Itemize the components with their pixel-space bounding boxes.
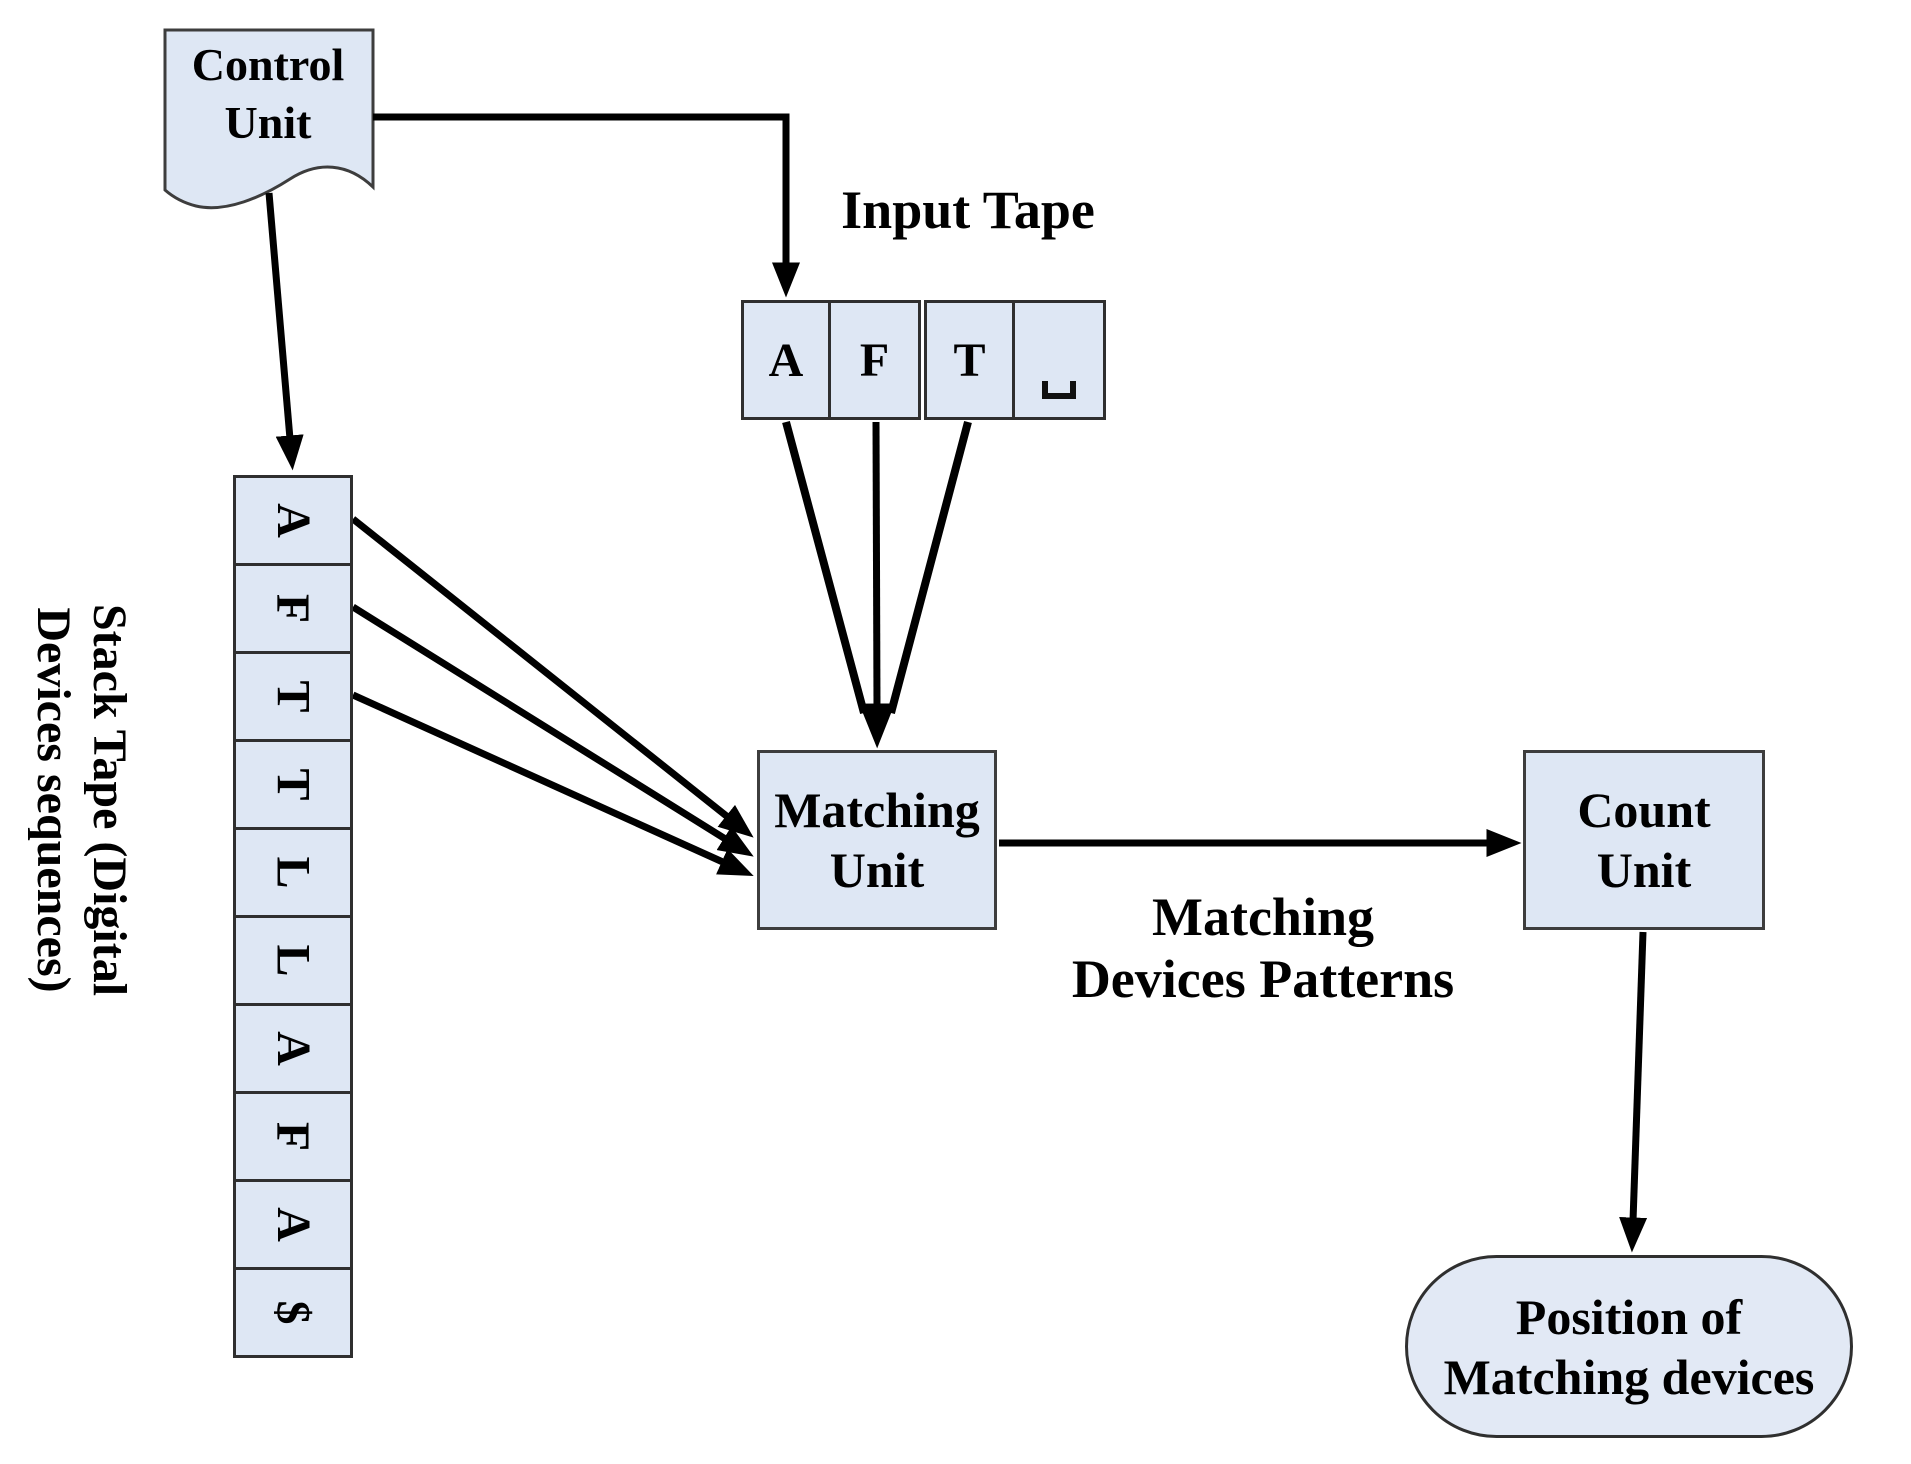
arrow-tape-t-to-matching: [887, 420, 972, 715]
stack-cell: F: [233, 563, 353, 654]
input-tape-cell: F: [828, 300, 921, 420]
input-tape-cell-letter: T: [953, 333, 986, 387]
arrow-control-to-stack-tape: [265, 192, 304, 471]
count-unit-label-line2: Unit: [1596, 842, 1692, 898]
input-tape-cell: A: [741, 300, 831, 420]
arrow-stack-t-to-matching: [351, 691, 754, 876]
control-unit-label-line1: Control: [191, 39, 345, 90]
matching-devices-patterns-label: Matching Devices Patterns: [1043, 886, 1483, 1010]
stack-cell-letter: F: [266, 593, 320, 624]
control-unit-document-shape: [163, 28, 375, 210]
arrow-control-to-input-tape: [373, 113, 800, 298]
matching-unit-node: Matching Unit: [757, 750, 997, 930]
arrow-stack-a-to-matching: [350, 516, 754, 838]
stack-cell: T: [233, 651, 353, 742]
stack-cell-letter: $: [266, 1300, 320, 1325]
flow-label-line2: Devices Patterns: [1071, 949, 1455, 1009]
input-tape-cell-letter: F: [859, 333, 890, 387]
stack-cell: A: [233, 1179, 353, 1270]
control-unit-label-line2: Unit: [224, 97, 312, 148]
stack-cell: F: [233, 1091, 353, 1182]
input-tape-title: Input Tape: [841, 180, 1095, 240]
input-tape-cell-letter: A: [768, 333, 804, 387]
matching-unit-label-line1: Matching: [774, 782, 980, 838]
stack-cell-letter: F: [266, 1121, 320, 1152]
input-tape-cell: T: [924, 300, 1015, 420]
arrow-tape-a-to-matching: [782, 420, 868, 715]
arrow-count-to-output: [1619, 931, 1648, 1253]
input-tape-cell-blank: [1012, 300, 1106, 420]
arrow-tape-f-to-matching: [859, 421, 895, 749]
matching-unit-label-line2: Unit: [829, 842, 925, 898]
stack-cell: L: [233, 915, 353, 1006]
stack-tape-label-line2: Devices sequences): [27, 607, 80, 993]
stack-cell-letter: A: [266, 1031, 320, 1066]
open-box-blank-icon: [1042, 381, 1076, 399]
stack-cell: A: [233, 1003, 353, 1094]
position-of-matching-devices-node: Position of Matching devices: [1405, 1255, 1853, 1438]
stack-tape-label-line1: Stack Tape (Digital: [83, 603, 136, 997]
stack-cell: $: [233, 1267, 353, 1358]
output-label-line1: Position of: [1515, 1288, 1743, 1345]
arrow-stack-f-to-matching: [351, 604, 754, 857]
stack-cell-letter: T: [266, 680, 320, 713]
stack-tape-label: Stack Tape (Digital Devices sequences): [25, 600, 137, 1000]
stack-cell: L: [233, 827, 353, 918]
count-unit-node: Count Unit: [1523, 750, 1765, 930]
stack-cell-letter: L: [266, 856, 320, 889]
flow-label-line1: Matching: [1152, 887, 1374, 947]
stack-cell: A: [233, 475, 353, 566]
stack-cell-letter: L: [266, 944, 320, 977]
stack-cell-letter: T: [266, 768, 320, 801]
output-label-line2: Matching devices: [1443, 1348, 1815, 1405]
stack-cell: T: [233, 739, 353, 830]
control-unit-node: Control Unit: [163, 36, 373, 152]
stack-cell-letter: A: [266, 1207, 320, 1242]
count-unit-label-line1: Count: [1577, 782, 1711, 838]
stack-cell-letter: A: [266, 503, 320, 538]
